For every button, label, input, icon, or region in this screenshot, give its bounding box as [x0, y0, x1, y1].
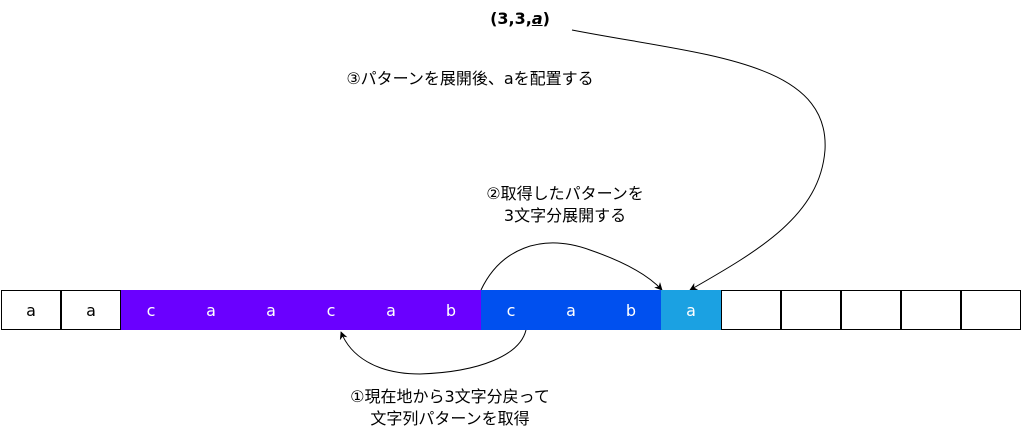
char-cell: a [541, 290, 601, 330]
step1-line1: ①現在地から3文字分戻って [350, 387, 550, 406]
char-cell [901, 290, 961, 330]
step2-label: ②取得したパターンを 3文字分展開する [440, 183, 690, 227]
char-cell: a [661, 290, 721, 330]
tuple-prefix: (3,3, [490, 9, 532, 28]
char-cell: c [481, 290, 541, 330]
arrow-tuple-to-cell [571, 29, 826, 291]
char-cell: c [121, 290, 181, 330]
char-cell [781, 290, 841, 330]
tuple-letter: a [531, 9, 543, 28]
char-cell: a [241, 290, 301, 330]
char-cell: c [301, 290, 361, 330]
tuple-label: (3,3,a) [470, 8, 570, 30]
char-cell: b [421, 290, 481, 330]
tuple-suffix: ) [542, 9, 550, 28]
char-cell: a [181, 290, 241, 330]
step2-line1: ②取得したパターンを [486, 184, 644, 203]
arrow-back-three [339, 329, 527, 375]
char-cell [841, 290, 901, 330]
step3-label: ③パターンを展開後、aを配置する [346, 69, 594, 88]
char-cell: a [361, 290, 421, 330]
char-cell: a [1, 290, 61, 330]
step1-line2: 文字列パターンを取得 [370, 409, 530, 428]
step2-line2: 3文字分展開する [503, 206, 627, 225]
arrow-expand-pattern [480, 242, 663, 291]
char-cell [961, 290, 1021, 330]
char-cell: a [61, 290, 121, 330]
char-cell [721, 290, 781, 330]
step1-label: ①現在地から3文字分戻って 文字列パターンを取得 [300, 386, 600, 430]
char-cell: b [601, 290, 661, 330]
